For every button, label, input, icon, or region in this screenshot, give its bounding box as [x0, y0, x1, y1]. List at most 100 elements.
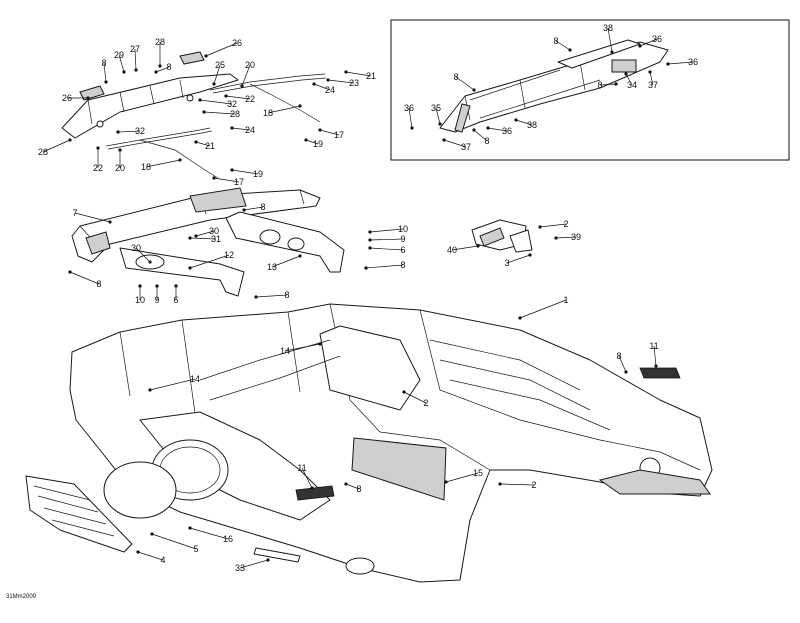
callout-25: 25 — [212, 60, 225, 86]
leader-endpoint — [212, 176, 216, 180]
callout-29: 29 — [114, 50, 126, 74]
callout-24: 24 — [230, 125, 255, 135]
leader-endpoint — [402, 390, 406, 394]
callout-19: 19 — [304, 138, 323, 149]
callout-8: 8 — [553, 36, 572, 52]
leader-line — [369, 238, 404, 241]
leader-endpoint — [178, 158, 182, 162]
callout-number: 21 — [205, 141, 215, 151]
inset-frame — [390, 19, 790, 161]
leader-line — [42, 139, 71, 153]
leader-line — [369, 247, 404, 251]
callout-number: 30 — [209, 226, 219, 236]
callout-number: 36 — [688, 57, 698, 67]
leader-endpoint — [666, 62, 670, 66]
callout-15: 15 — [444, 468, 483, 484]
callout-21: 21 — [344, 70, 376, 81]
callout-number: 8 — [400, 260, 405, 270]
callout-20: 20 — [240, 60, 255, 88]
leader-line — [555, 236, 577, 239]
callout-number: 8 — [96, 279, 101, 289]
leader-endpoint — [298, 104, 302, 108]
callout-8: 8 — [68, 270, 102, 289]
leader-line — [225, 95, 251, 100]
leader-endpoint — [155, 284, 159, 288]
leader-endpoint — [174, 284, 178, 288]
leader-line — [145, 159, 181, 168]
leader-endpoint — [224, 94, 228, 98]
callout-number: 32 — [135, 126, 145, 136]
callout-35: 35 — [431, 103, 442, 126]
small-bracket-right — [639, 367, 681, 379]
callout-8: 8 — [101, 58, 108, 84]
callout-number: 17 — [334, 130, 344, 140]
leader-line — [243, 206, 264, 211]
leader-endpoint — [138, 284, 142, 288]
leader-endpoint — [240, 84, 244, 88]
leader-line — [205, 42, 238, 57]
callout-number: 37 — [648, 80, 658, 90]
leader-line — [345, 71, 372, 77]
leader-endpoint — [154, 70, 158, 74]
inset-rear-bumper-assembly — [439, 39, 669, 133]
leader-line — [117, 130, 141, 133]
callout-number: 19 — [313, 139, 323, 149]
leader-endpoint — [614, 82, 618, 86]
callout-number: 36 — [652, 34, 662, 44]
leader-endpoint — [472, 128, 476, 132]
callout-number: 23 — [349, 78, 359, 88]
leader-endpoint — [194, 234, 198, 238]
leader-endpoint — [610, 50, 614, 54]
leader-endpoint — [312, 82, 316, 86]
callout-number: 26 — [62, 93, 72, 103]
callout-37: 37 — [648, 70, 658, 90]
callout-number: 19 — [253, 169, 263, 179]
callout-number: 15 — [473, 468, 483, 478]
callout-number: 8 — [284, 290, 289, 300]
callout-number: 27 — [130, 44, 140, 54]
leader-line — [451, 245, 479, 251]
leader-endpoint — [104, 80, 108, 84]
callout-10: 10 — [135, 284, 145, 305]
callout-11: 11 — [297, 463, 314, 490]
leader-line — [74, 212, 111, 223]
callout-number: 35 — [431, 103, 441, 113]
callout-8: 8 — [453, 72, 476, 92]
callout-number: 21 — [366, 71, 376, 81]
leader-endpoint — [410, 126, 414, 130]
callout-18: 18 — [263, 104, 302, 118]
leader-line — [135, 247, 151, 263]
leader-line — [231, 127, 251, 131]
callout-28: 28 — [155, 37, 165, 68]
leader-endpoint — [108, 220, 112, 224]
grab-handle-assembly — [61, 51, 239, 139]
leader-line — [473, 129, 488, 142]
leader-line — [487, 127, 508, 132]
callout-8: 8 — [364, 260, 406, 270]
callout-number: 37 — [461, 142, 471, 152]
leader-endpoint — [150, 532, 154, 536]
callout-number: 8 — [101, 58, 106, 68]
callout-number: 14 — [190, 374, 200, 384]
callout-number: 8 — [616, 351, 621, 361]
callout-number: 6 — [173, 295, 178, 305]
callout-number: 40 — [447, 245, 457, 255]
callout-9: 9 — [154, 284, 160, 305]
leader-endpoint — [438, 122, 442, 126]
callout-8: 8 — [472, 128, 490, 146]
callout-17: 17 — [212, 176, 244, 187]
leader-line — [408, 107, 413, 129]
leader-line — [255, 294, 288, 298]
leader-line — [203, 111, 236, 115]
callout-number: 8 — [453, 72, 458, 82]
leader-line — [284, 343, 321, 352]
callout-30: 30 — [194, 226, 219, 238]
callout-number: 10 — [135, 295, 145, 305]
leader-endpoint — [344, 70, 348, 74]
callout-2: 2 — [538, 219, 569, 229]
callout-8: 8 — [242, 202, 266, 212]
callout-number: 39 — [571, 232, 581, 242]
callout-number: 13 — [267, 262, 277, 272]
